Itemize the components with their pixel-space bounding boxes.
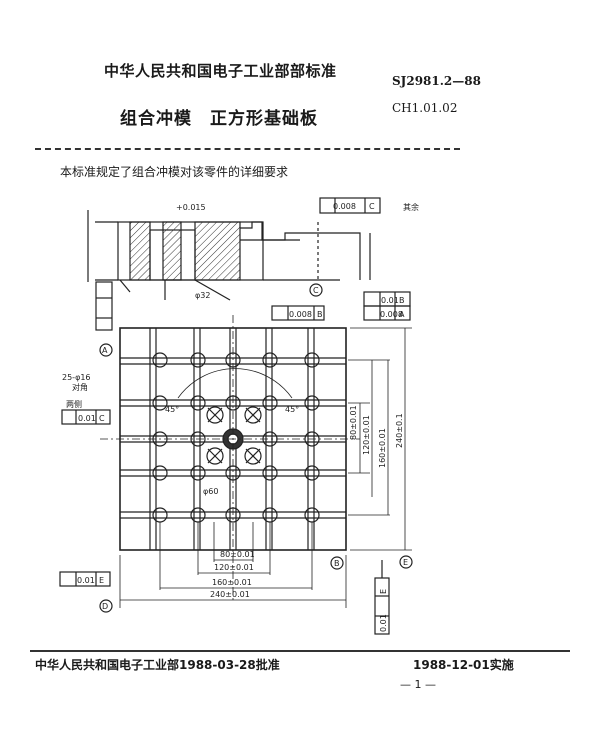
dim-160: 160±0.01: [212, 578, 252, 587]
datum-a-callout: A: [102, 346, 108, 355]
tol-symm-value: 0.01: [77, 576, 95, 585]
tol-parallel-a-value: 0.008: [380, 310, 403, 319]
page-number: — 1 —: [400, 678, 436, 691]
dim-240-right: 240±0.1: [395, 413, 404, 448]
footer-separator: [30, 650, 570, 652]
dim-80: 80±0.01: [220, 550, 255, 559]
angle-label-right: 45°: [285, 405, 299, 414]
dim-plus-0015: +0.015: [176, 203, 206, 212]
tol-datum-a: A: [399, 310, 405, 319]
approval-note: 中华人民共和国电子工业部1988-03-28批准: [35, 658, 280, 672]
center-dia-label: φ60: [203, 487, 218, 496]
datum-d-callout: D: [102, 602, 108, 611]
holes-sublabel: 对角: [72, 382, 88, 392]
both-sides-label: 两侧: [66, 399, 82, 409]
standard-code: SJ2981.2—88: [392, 74, 481, 88]
dim-32: φ32: [195, 291, 210, 300]
tol-datum-c: C: [369, 202, 375, 211]
tol-symm-datum: E: [99, 576, 104, 585]
effective-date: 1988-12-01实施: [413, 658, 514, 672]
intro-text: 本标准规定了组合冲模对该零件的详细要求: [60, 165, 289, 179]
dim-240: 240±0.01: [210, 590, 250, 599]
dim-120-right: 120±0.01: [362, 415, 371, 455]
dim-160-right: 160±0.01: [378, 428, 387, 468]
holes-label: 25-φ16: [62, 373, 91, 382]
dim-80-right: 80±0.01: [349, 405, 358, 440]
datum-b-callout: B: [334, 559, 340, 568]
angle-label-left: 45°: [165, 405, 179, 414]
tol-datum-b2: B: [317, 310, 323, 319]
tol-right-datum: E: [379, 589, 388, 594]
dim-120: 120±0.01: [214, 563, 254, 572]
roughness-note: 其余: [403, 202, 419, 212]
tol-right-value: 0.01: [379, 614, 388, 632]
standard-organization: 中华人民共和国电子工业部部标准: [104, 62, 337, 80]
tol-parallel-c-value: 0.008: [333, 202, 356, 211]
datum-e-callout: E: [403, 558, 408, 567]
tol-datum-b: B: [399, 296, 405, 305]
tol-perp-b-value: 0.01: [381, 296, 399, 305]
tol-perp-datum-c: C: [99, 414, 105, 423]
part-code: CH1.01.02: [392, 101, 458, 115]
tol-perp-c-value: 0.01: [78, 414, 96, 423]
document-title: 组合冲模 正方形基础板: [120, 109, 318, 129]
tol-parallel-b-value: 0.008: [289, 310, 312, 319]
section-view: [87, 210, 371, 301]
datum-c-callout: C: [313, 286, 319, 295]
header-separator: [35, 148, 460, 150]
